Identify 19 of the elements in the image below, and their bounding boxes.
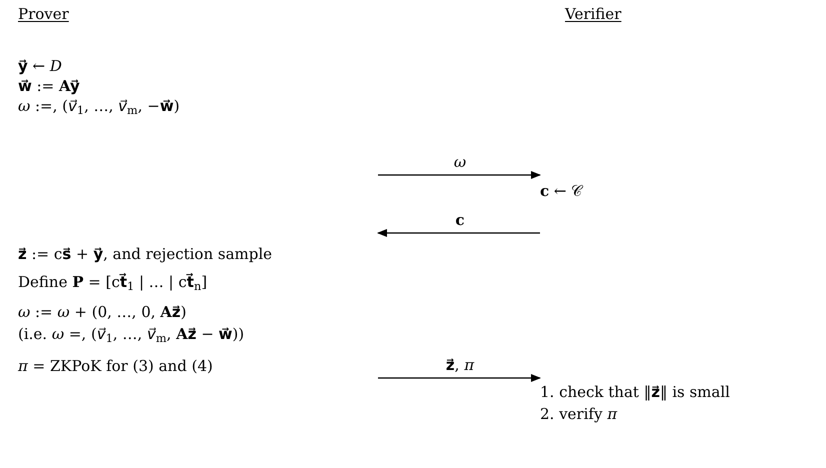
- math-statement: (i.e. ω =, (v⃗$_{1}$, …, v⃗$_{m}$, Az⃗ − w⃗)): [18, 324, 244, 344]
- math-statement: Define P = [ct⃗$_{1}$ | … | ct⃗$_{n}$]: [18, 272, 208, 292]
- edge-label: c: [455, 213, 465, 228]
- math-statement: 1. check that ‖z⃗‖ is small: [540, 382, 730, 402]
- math-statement: c ← 𝒞: [540, 181, 582, 201]
- math-statement: 2. verify π: [540, 404, 618, 424]
- edge-label: z⃗, π: [446, 358, 474, 373]
- arrow: [377, 229, 540, 237]
- arrow: [378, 374, 541, 382]
- math-statement: z⃗ := cs⃗ + y⃗, and rejection sample: [18, 244, 272, 264]
- column-heading: Prover: [18, 4, 69, 24]
- math-statement: π = ZKPoK for (3) and (4): [18, 356, 213, 376]
- column-heading: Verifier: [565, 4, 622, 24]
- math-statement: w⃗ := Ay⃗: [18, 76, 80, 96]
- arrow: [378, 171, 541, 179]
- math-statement: y⃗ ← D: [18, 56, 62, 76]
- edge-label: ω: [454, 155, 466, 170]
- math-statement: ω :=, (v⃗$_{1}$, …, v⃗$_{m}$, −w⃗): [18, 96, 180, 116]
- math-statement: ω := ω + (0, …, 0, Az⃗): [18, 302, 187, 322]
